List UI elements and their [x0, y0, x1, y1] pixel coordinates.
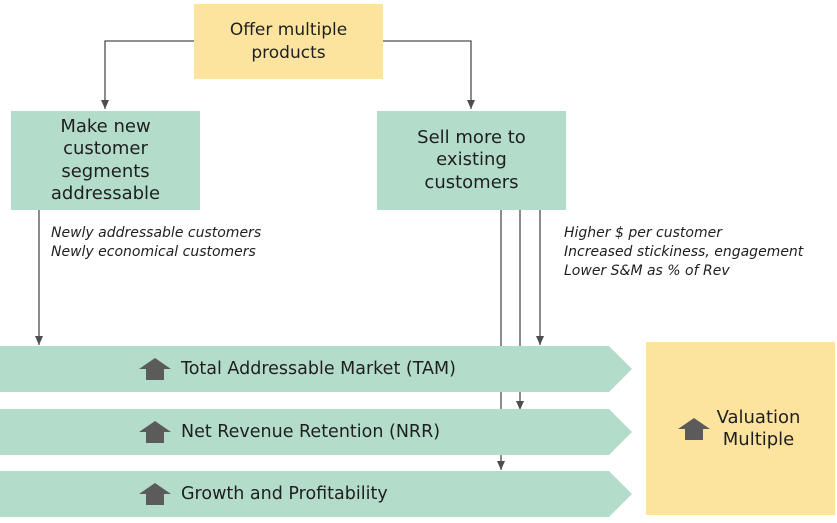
band-nrr: Net Revenue Retention (NRR) — [0, 409, 632, 455]
connector-offer-to-make-new — [101, 40, 194, 109]
make-new-segments-box: Make new customer segments addressable — [11, 111, 200, 210]
band-label-tam: Total Addressable Market (TAM) — [181, 359, 456, 379]
band-label-growth: Growth and Profitability — [181, 484, 388, 504]
band-growth: Growth and Profitability — [0, 471, 632, 517]
valuation-multiple-box: Valuation Multiple — [646, 342, 835, 515]
band-tam: Total Addressable Market (TAM) — [0, 346, 632, 392]
up-arrow-icon — [139, 421, 171, 443]
note-line: Newly economical customers — [51, 244, 256, 260]
connector-offer-to-sell-more — [383, 40, 475, 109]
band-label-nrr: Net Revenue Retention (NRR) — [181, 422, 441, 442]
up-arrow-icon — [677, 417, 710, 440]
up-arrow-icon — [139, 358, 171, 380]
sell-more-box: Sell more to existing customers — [377, 111, 566, 210]
note-line: Lower S&M as % of Rev — [564, 263, 730, 279]
offer-multiple-products-box: Offer multiple products — [194, 4, 383, 79]
make-new-segments-label: Make new customer segments addressable — [50, 115, 161, 205]
note-line: Newly addressable customers — [51, 225, 262, 241]
valuation-multiple-label: Valuation Multiple — [716, 406, 801, 450]
note-existing-customers: Higher $ per customer Increased stickine… — [564, 224, 803, 281]
note-new-customers: Newly addressable customers Newly econom… — [51, 224, 261, 262]
offer-multiple-products-label: Offer multiple products — [229, 19, 348, 63]
note-line: Higher $ per customer — [564, 225, 722, 241]
sell-more-label: Sell more to existing customers — [417, 126, 526, 193]
note-line: Increased stickiness, engagement — [564, 244, 804, 260]
up-arrow-icon — [139, 483, 171, 505]
